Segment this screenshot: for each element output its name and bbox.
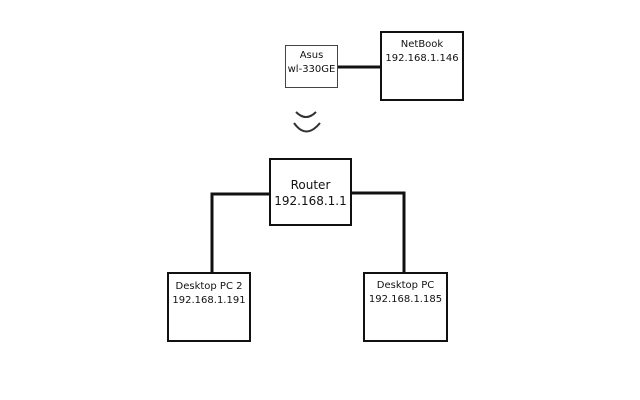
node-label: NetBook (400, 39, 444, 50)
node-ip: 192.168.1.146 (385, 52, 459, 64)
link-router-desktop-pc-2 (210, 192, 269, 272)
node-ip: 192.168.1.191 (172, 294, 246, 306)
node-netbook: NetBook 192.168.1.146 (380, 31, 464, 101)
node-label: Router (290, 178, 331, 192)
node-label: Desktop PC 2 (175, 281, 243, 292)
wireless-signal-icon (293, 111, 321, 133)
node-router: Router 192.168.1.1 (269, 158, 352, 226)
node-ip: 192.168.1.185 (368, 293, 443, 305)
link-router-desktop-pc (352, 191, 406, 272)
node-desktop-pc-2: Desktop PC 2 192.168.1.191 (167, 272, 251, 342)
node-label: Asus (299, 50, 324, 61)
node-model: wl-330GE (287, 63, 336, 75)
node-label: Desktop PC (376, 280, 435, 291)
node-ip: 192.168.1.1 (274, 194, 347, 209)
node-asus-wl-330ge: Asus wl-330GE (285, 45, 338, 88)
node-desktop-pc: Desktop PC 192.168.1.185 (363, 272, 448, 342)
